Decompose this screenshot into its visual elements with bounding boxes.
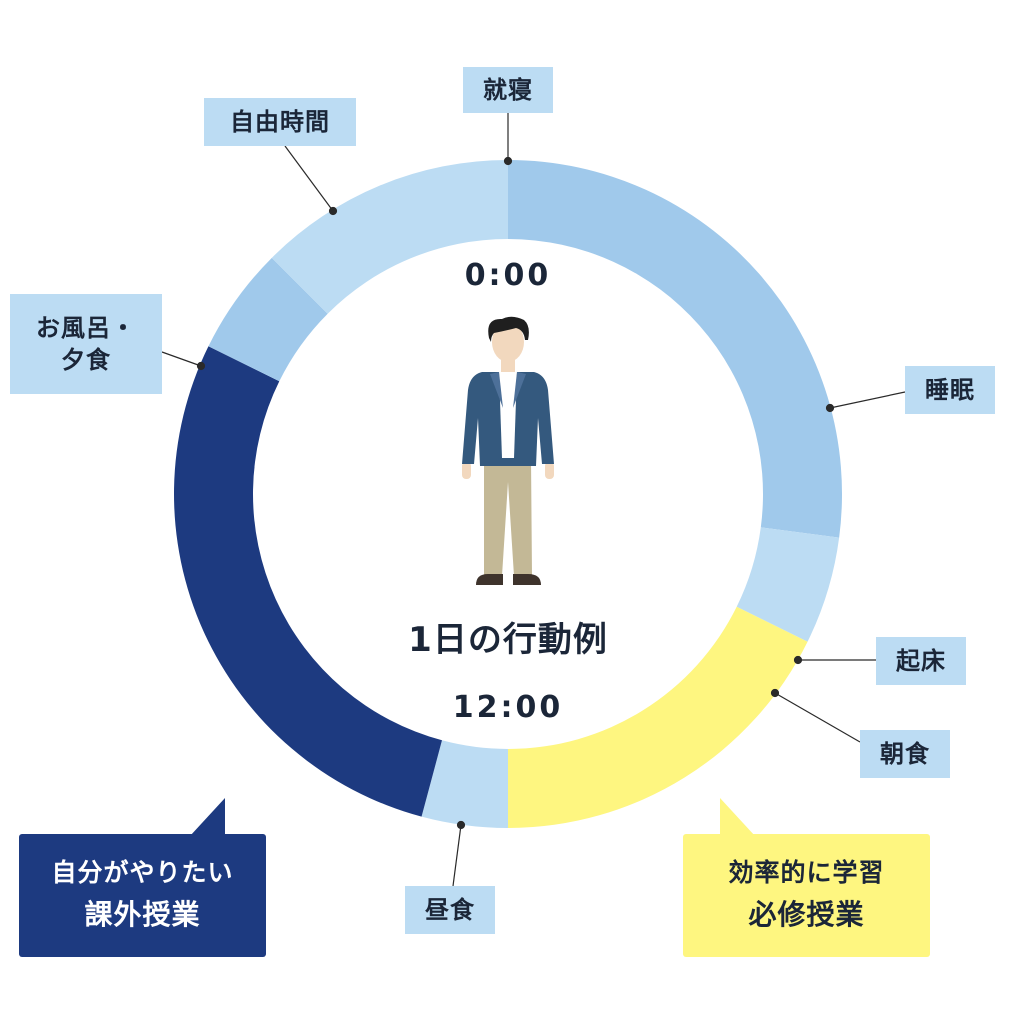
callout-required-line1: 効率的に学習 (728, 858, 885, 888)
student-figure-illustration (462, 316, 554, 585)
right-hand (545, 462, 554, 479)
leader-line-ofuro (161, 351, 202, 367)
right-lapel (513, 372, 526, 408)
leader-dot-shushin (503, 156, 513, 166)
callout-extra-classes: 自分がやりたい 課外授業 (19, 834, 266, 957)
ring-segment-1 (736, 527, 840, 642)
face (492, 322, 524, 362)
leader-line-choshoku (774, 692, 861, 743)
time-label-0000: 0:00 (464, 258, 552, 293)
left-hand (462, 462, 471, 479)
leader-dot-jiyu (328, 206, 338, 216)
label-jiyu-jikan: 自由時間 (204, 98, 356, 146)
ring-segment-3 (421, 740, 508, 829)
label-chushoku: 昼食 (405, 886, 495, 934)
leader-dot-kisho (793, 655, 803, 665)
label-choshoku: 朝食 (860, 730, 950, 778)
leader-line-chushoku (452, 824, 462, 887)
callout-required-classes: 効率的に学習 必修授業 (683, 834, 930, 957)
leader-line-jiyu (284, 145, 334, 212)
leader-dot-choshoku (770, 688, 780, 698)
ring-segments (174, 160, 842, 829)
label-ofuro-line2: 夕食 (61, 346, 111, 374)
label-kisho: 起床 (876, 637, 966, 685)
time-label-1200: 12:00 (452, 690, 564, 725)
ring-segment-5 (208, 257, 328, 382)
leader-dot-suimin (825, 403, 835, 413)
right-shoe (513, 574, 541, 585)
leader-dot-ofuro (196, 361, 206, 371)
ring-segment-0 (508, 160, 842, 538)
ring-segment-4 (174, 346, 443, 817)
left-shoe (476, 574, 503, 585)
callout-required-line2: 必修授業 (748, 898, 865, 932)
neck (501, 358, 515, 374)
callout-extra-line1: 自分がやりたい (51, 858, 234, 888)
callout-extra-line2: 課外授業 (84, 898, 201, 932)
leader-lines (161, 112, 906, 887)
left-lapel (490, 372, 503, 408)
label-ofuro-line1: お風呂・ (36, 313, 136, 342)
pants (484, 458, 532, 576)
ring-segment-2 (508, 606, 808, 828)
label-shushin: 就寝 (463, 67, 553, 113)
diagram-title: 1日の行動例 (408, 620, 608, 660)
hair (488, 316, 529, 342)
shirt (499, 372, 517, 458)
leader-dot-chushoku (456, 820, 466, 830)
leader-line-suimin (829, 391, 906, 409)
ring-segment-6 (271, 160, 508, 314)
label-ofuro-yushoku: お風呂・ 夕食 (10, 294, 162, 394)
label-suimin: 睡眠 (905, 366, 995, 414)
